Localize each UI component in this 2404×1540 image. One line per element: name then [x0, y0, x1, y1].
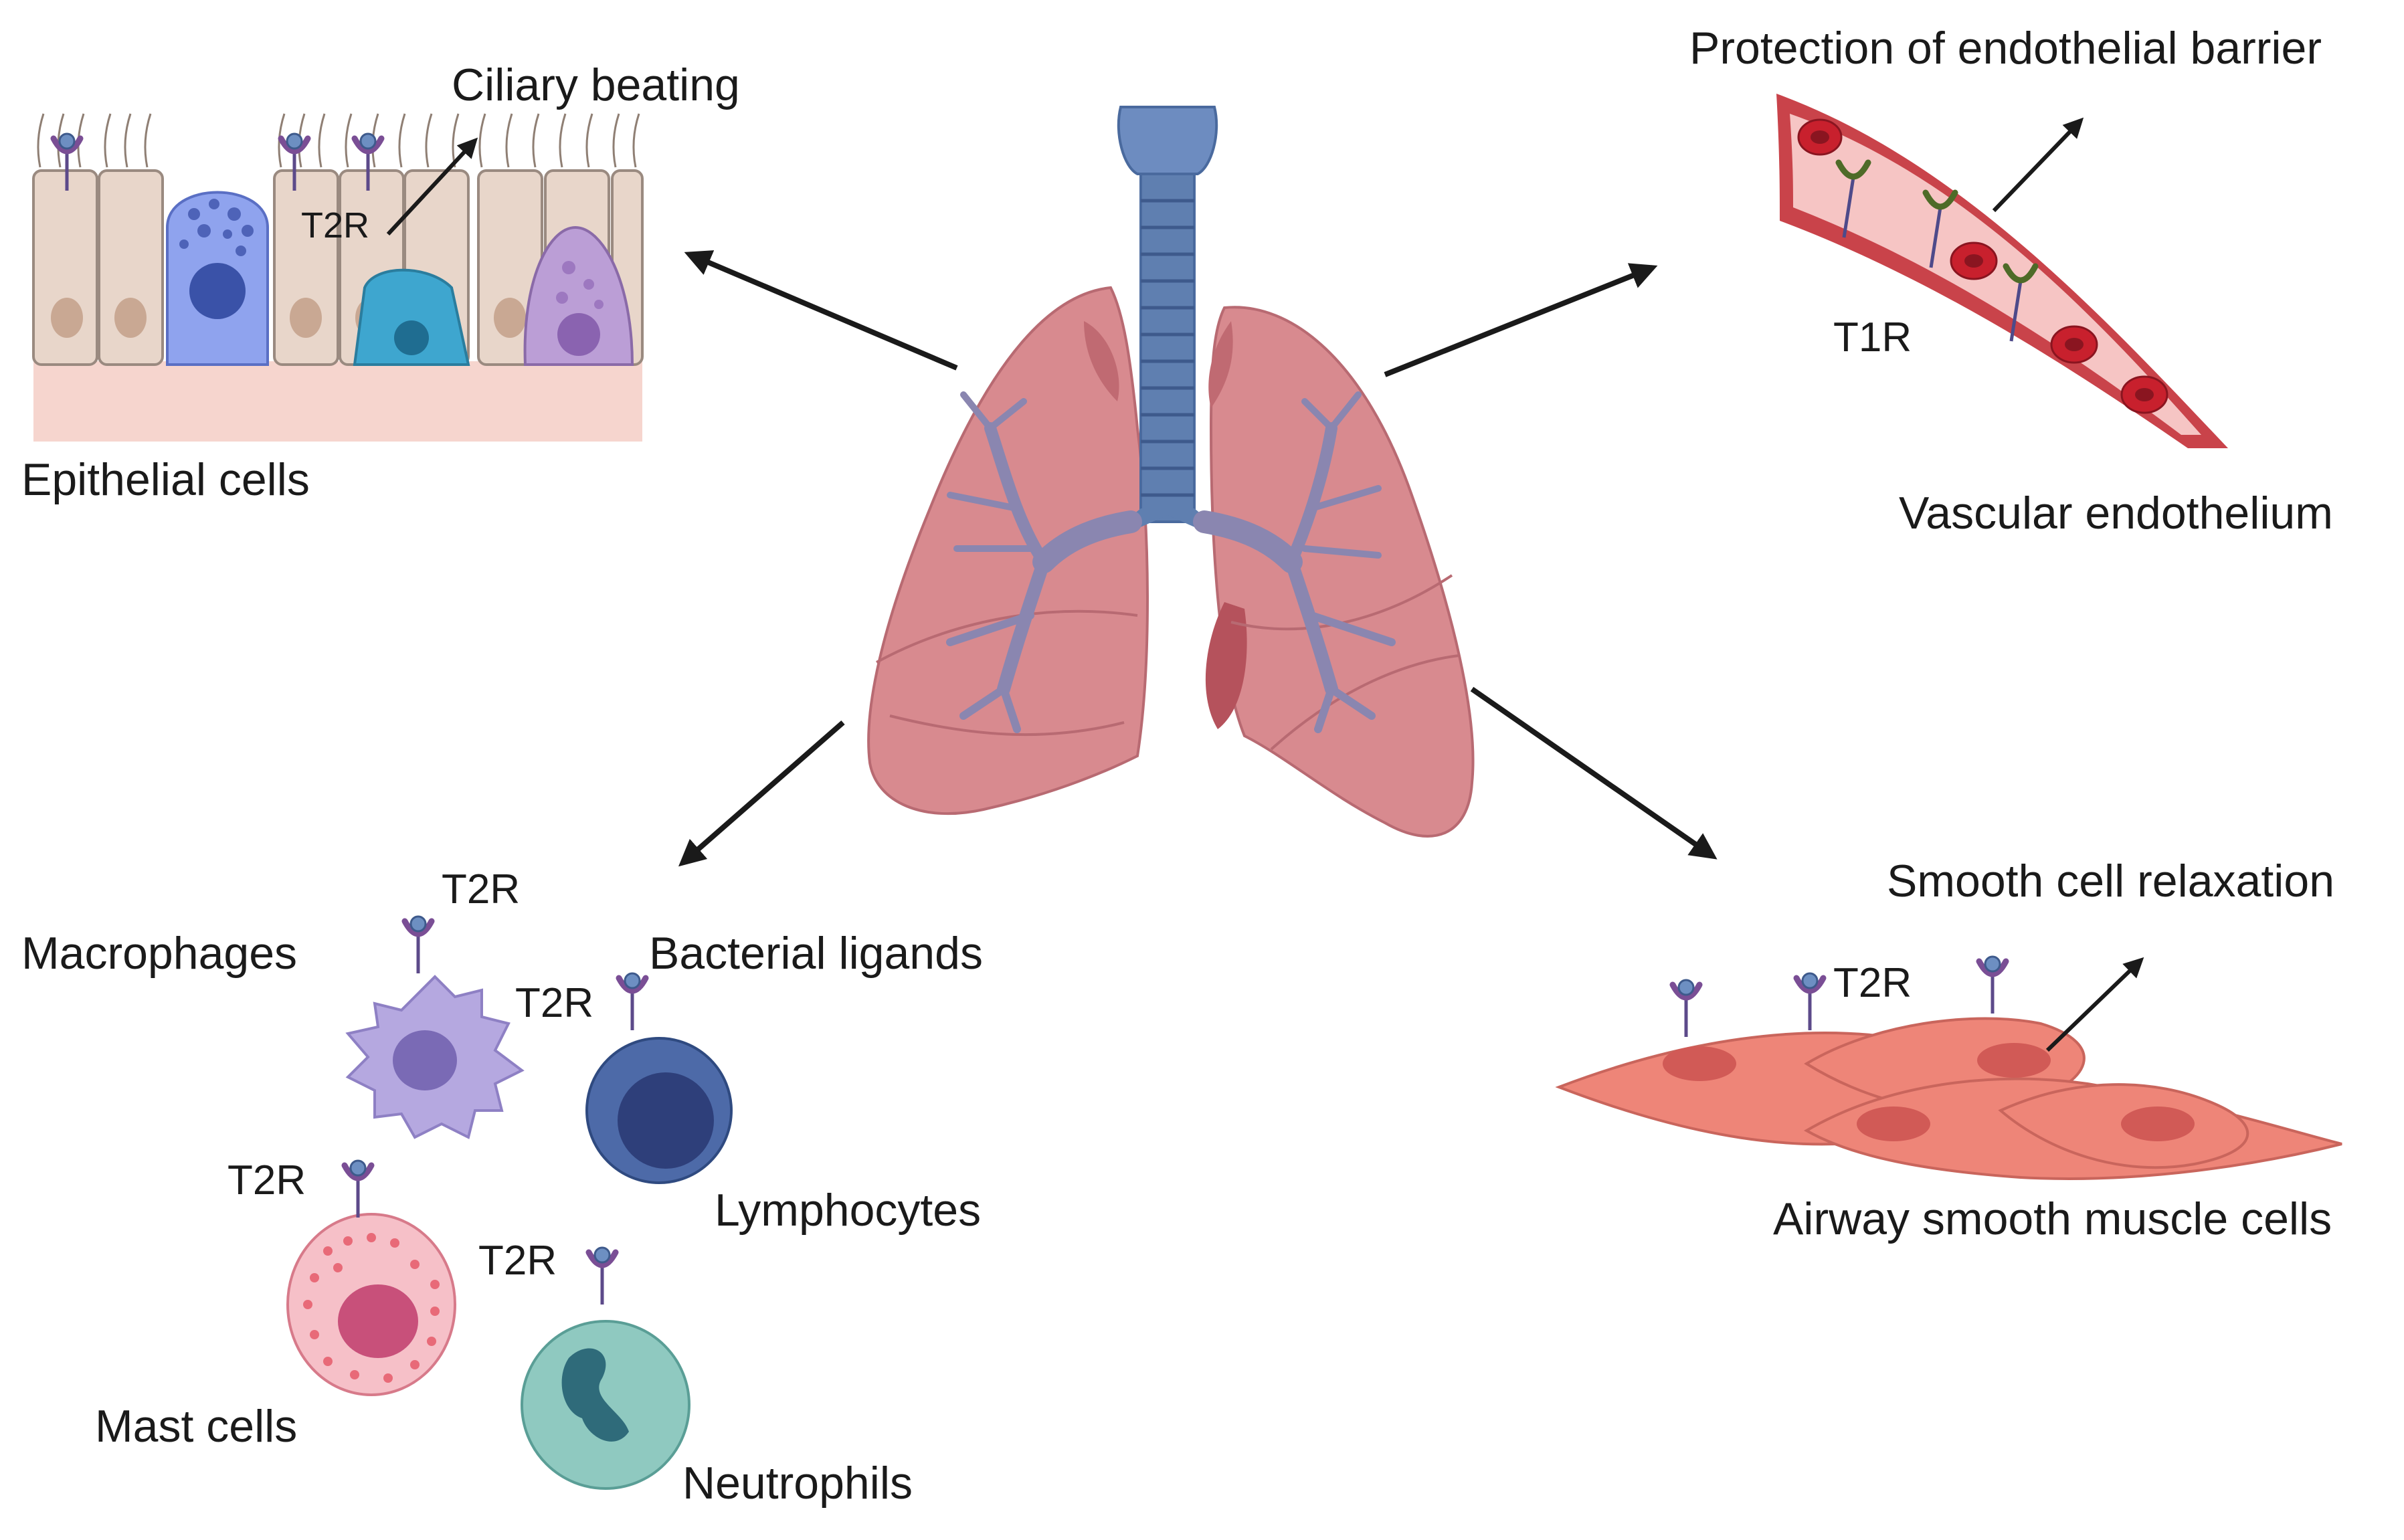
- arrow-to-epithelial: [684, 250, 958, 371]
- neutrophils-label: Neutrophils: [682, 1458, 913, 1509]
- smooth-relaxation-label: Smooth cell relaxation: [1887, 856, 2334, 906]
- bronchial-tree-right: [1193, 391, 1396, 733]
- basal-cell: [353, 268, 470, 366]
- t2r-epithelial-label: T2R: [301, 205, 369, 246]
- airway-smooth-muscle-label: Airway smooth muscle cells: [1773, 1193, 2332, 1244]
- epithelial-cells-label: Epithelial cells: [21, 454, 310, 505]
- bacterial-ligands-label: Bacterial ligands: [649, 928, 983, 979]
- lungs-illustration: [867, 106, 1475, 838]
- epithelial-panel: T2R: [32, 113, 644, 442]
- right-lung: [1209, 306, 1475, 838]
- arrow-to-vascular: [1384, 263, 1658, 377]
- mast-cells-label: Mast cells: [95, 1401, 297, 1452]
- arrow-to-smooth-muscle: [1470, 686, 1718, 860]
- protection-barrier-label: Protection of endothelial barrier: [1689, 23, 2322, 74]
- t1r-label: T1R: [1833, 314, 1912, 361]
- t2r-macrophage-label: T2R: [442, 866, 520, 912]
- arrow-to-immune: [678, 720, 845, 867]
- vascular-panel: [1776, 94, 2228, 448]
- brush-cell: [523, 225, 634, 366]
- arrows: [678, 250, 1718, 867]
- ciliary-beating-label: Ciliary beating: [452, 60, 740, 110]
- t2r-mast-label: T2R: [227, 1157, 306, 1204]
- t2r-lymphocyte-label: T2R: [515, 980, 593, 1026]
- trachea: [1117, 106, 1218, 528]
- immune-panel: [286, 917, 733, 1490]
- t2r-smooth-label: T2R: [1833, 960, 1912, 1006]
- lymphocytes-label: Lymphocytes: [715, 1185, 981, 1236]
- t2r-neutrophil-label: T2R: [478, 1238, 557, 1284]
- vascular-endothelium-label: Vascular endothelium: [1899, 488, 2333, 539]
- macrophages-label: Macrophages: [21, 928, 297, 979]
- smooth-muscle-panel: [1555, 957, 2342, 1180]
- bronchial-tree-left: [946, 391, 1142, 733]
